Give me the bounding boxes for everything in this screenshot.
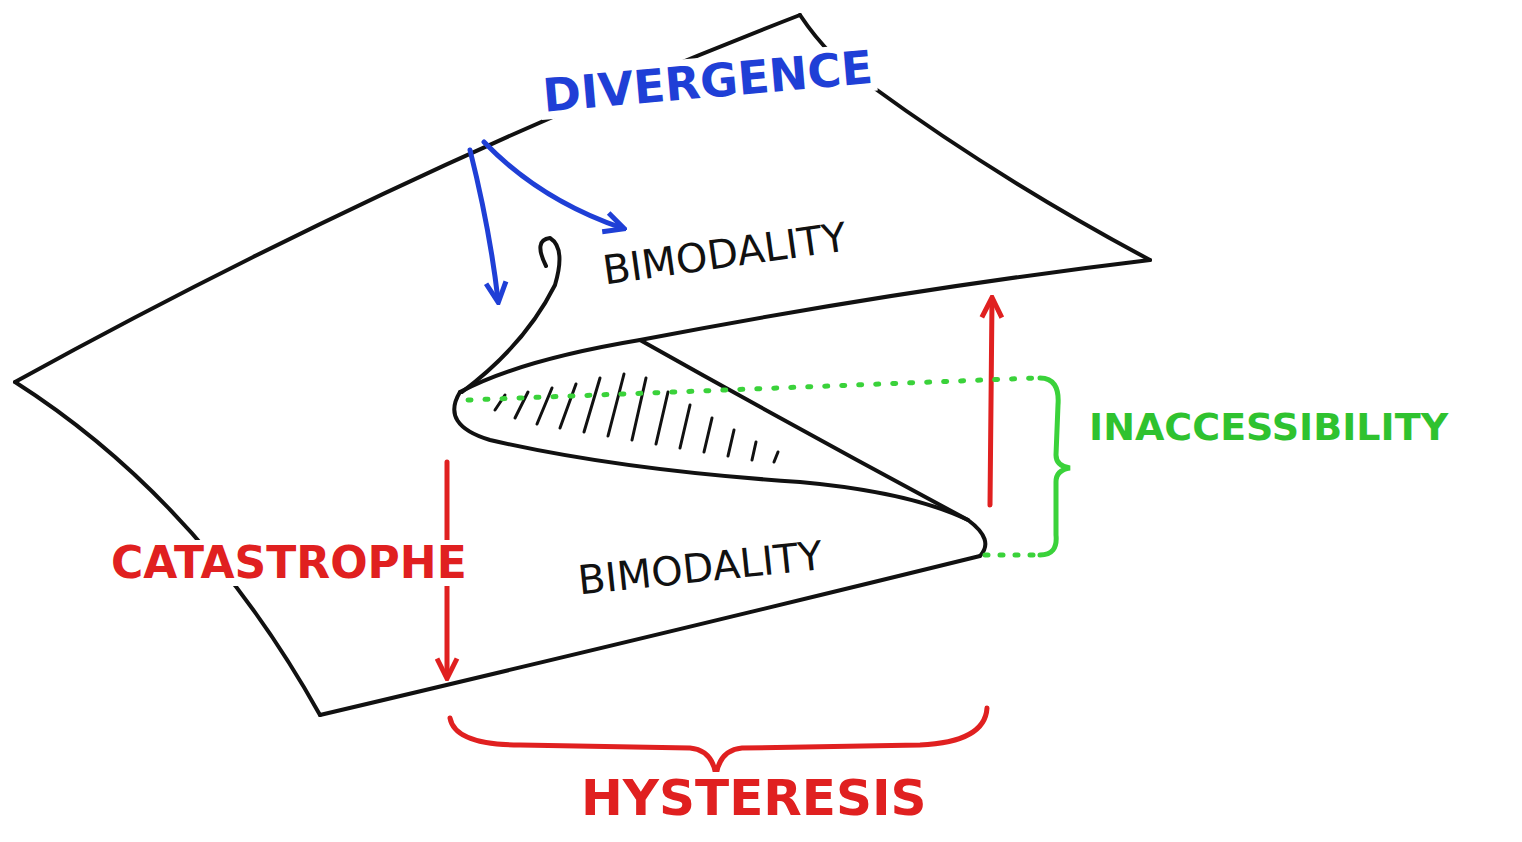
hysteresis-label: HYSTERESIS xyxy=(578,772,930,825)
divergence-label: DIVERGENCE xyxy=(538,43,878,120)
bimodality-label: BIMODALITY xyxy=(573,534,828,602)
inaccessibility-marks xyxy=(468,378,1070,555)
catastrophe-label: CATASTROPHE xyxy=(108,540,470,586)
inaccessibility-label: INACCESSIBILITY xyxy=(1086,408,1451,448)
hatching xyxy=(495,374,778,462)
divergence-arrows xyxy=(470,142,622,300)
jump-arrows xyxy=(447,300,992,775)
bimodality-label: BIMODALITY xyxy=(597,215,852,292)
hysteresis-brace xyxy=(450,708,987,775)
surface-outline xyxy=(15,15,1150,715)
